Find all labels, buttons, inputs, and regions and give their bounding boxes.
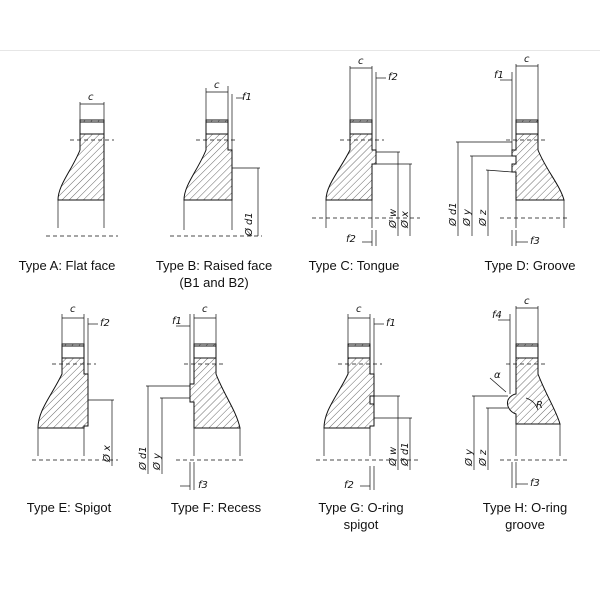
dim-label: f3 bbox=[530, 478, 540, 489]
dim-label: f2 bbox=[388, 72, 398, 83]
caption-type-c: Type C: Tongue bbox=[308, 258, 400, 273]
dim-label: Ø d1 bbox=[243, 212, 255, 237]
caption-type-f: Type F: Recess bbox=[170, 500, 262, 515]
dim-label: f2 bbox=[344, 480, 354, 491]
dim-label: Ø y bbox=[461, 208, 473, 227]
dim-label: Ø d1 bbox=[447, 202, 459, 227]
caption-type-e: Type E: Spigot bbox=[26, 500, 112, 515]
dim-label: c bbox=[524, 54, 530, 65]
dim-label: f3 bbox=[198, 480, 208, 491]
dim-label: c bbox=[524, 296, 530, 307]
dim-label: Ø w bbox=[387, 208, 399, 229]
caption-type-b: Type B: Raised face bbox=[155, 258, 273, 273]
dim-label: Ø y bbox=[151, 452, 163, 471]
dim-label: c bbox=[356, 304, 362, 315]
dim-label: Ø w bbox=[387, 446, 399, 467]
dim-label: Ø d1 bbox=[399, 442, 411, 467]
dim-label: Ø z bbox=[477, 449, 489, 467]
dim-label: Ø z bbox=[477, 209, 489, 227]
dim-label: f2 bbox=[100, 318, 110, 329]
top-divider bbox=[0, 50, 600, 51]
dim-label: f1 bbox=[242, 92, 252, 103]
flange-type-b: c f1 Ø d1 bbox=[170, 80, 262, 237]
dim-label: c bbox=[202, 304, 208, 315]
flange-type-f: f1 c Ø d1 Ø y f3 bbox=[137, 304, 246, 491]
dim-label: f1 bbox=[494, 70, 504, 81]
dim-label: α bbox=[494, 370, 501, 381]
caption-type-b-line2: (B1 and B2) bbox=[179, 275, 249, 290]
dim-label: f4 bbox=[492, 310, 502, 321]
dim-label: R bbox=[536, 400, 543, 411]
flange-type-c: c f2 f2 Ø w Ø x bbox=[312, 56, 420, 246]
dim-label: c bbox=[358, 56, 364, 67]
flange-type-d: f1 c Ø d1 Ø y Ø z f3 bbox=[447, 54, 570, 247]
caption-type-g: Type G: O-ring bbox=[318, 500, 404, 515]
flange-type-h: c f4 α R Ø y Ø z f3 bbox=[463, 296, 570, 489]
caption-type-g-line2: spigot bbox=[343, 517, 379, 532]
dim-label: c bbox=[88, 92, 94, 103]
dim-label: f3 bbox=[530, 236, 540, 247]
dim-label: c bbox=[70, 304, 76, 315]
flange-type-e: c f2 Ø x bbox=[32, 304, 118, 466]
caption-type-d: Type D: Groove bbox=[484, 258, 576, 273]
flange-type-a: c bbox=[46, 92, 118, 237]
flange-type-g: c f1 f2 Ø w Ø d1 bbox=[316, 304, 420, 491]
dim-label: Ø y bbox=[463, 448, 475, 467]
dim-label: f1 bbox=[172, 316, 182, 327]
dim-label: f2 bbox=[346, 234, 356, 245]
dim-label: Ø d1 bbox=[137, 446, 149, 471]
caption-type-h-line2: groove bbox=[505, 517, 545, 532]
dim-label: c bbox=[214, 80, 220, 91]
dim-label: f1 bbox=[386, 318, 396, 329]
caption-type-h: Type H: O-ring bbox=[482, 500, 568, 515]
dim-label: Ø x bbox=[101, 445, 113, 463]
caption-type-a: Type A: Flat face bbox=[18, 258, 116, 273]
dim-label: Ø x bbox=[399, 211, 411, 229]
